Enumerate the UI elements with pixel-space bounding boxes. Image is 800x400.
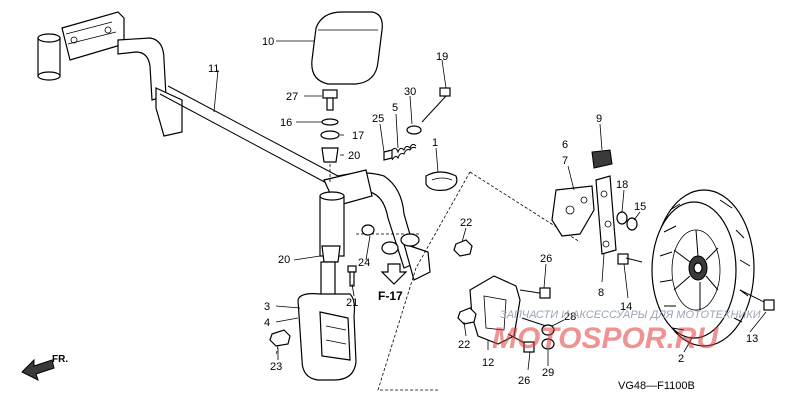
label-part-23: 23 (270, 361, 282, 373)
diagram-code: VG48—F1100B (618, 380, 695, 392)
f17-arrow (380, 263, 408, 285)
direction-fr-label: FR. (52, 354, 68, 365)
label-part-20-upper: 20 (348, 150, 360, 162)
label-part-2: 2 (678, 353, 684, 365)
label-part-22-upper: 22 (460, 217, 472, 229)
bolts-26-29 (507, 287, 555, 353)
label-part-18: 18 (616, 179, 628, 191)
label-part-12: 12 (482, 357, 494, 369)
label-part-26-upper: 26 (540, 253, 552, 265)
leader-lines (213, 40, 767, 371)
fastener-stack (320, 89, 340, 184)
label-part-21: 21 (346, 297, 358, 309)
label-part-11: 11 (208, 63, 219, 75)
reference-box (356, 171, 581, 391)
knob-9 (591, 149, 613, 169)
bolt-21 (347, 265, 357, 287)
lever-plate (595, 175, 617, 255)
bracket-12 (453, 239, 521, 345)
label-part-15: 15 (634, 201, 646, 213)
label-part-25: 25 (372, 113, 384, 125)
label-part-27: 27 (286, 91, 298, 103)
label-part-28: 28 (564, 311, 576, 323)
label-part-17: 17 (352, 130, 364, 142)
label-part-26-lower: 26 (518, 375, 530, 387)
label-part-13: 13 (746, 333, 758, 345)
label-part-5: 5 (392, 102, 398, 114)
label-part-8: 8 (598, 287, 604, 299)
label-part-24: 24 (358, 257, 370, 269)
grip-cover (311, 11, 383, 85)
watermark-brand: MOTOSPOR.RU (492, 322, 719, 355)
label-part-3: 3 (264, 301, 270, 313)
label-part-20-lower: 20 (278, 254, 290, 266)
washers-18-15 (616, 211, 638, 231)
label-part-22-lower: 22 (458, 339, 470, 351)
lower-bushing (321, 245, 341, 263)
label-part-10: 10 (262, 36, 274, 48)
label-part-30: 30 (404, 86, 416, 98)
wheel-2 (651, 189, 755, 347)
bolt-13 (739, 289, 775, 311)
watermark-text: ЗАПЧАСТИ И АКСЕССУАРЫ ДЛЯ МОТОТЕХНИКИ (500, 309, 761, 321)
reference-f17: F-17 (378, 289, 403, 303)
label-part-6: 6 (562, 139, 568, 151)
fr-arrow (21, 358, 55, 381)
label-part-7: 7 (562, 155, 568, 167)
clip-1 (425, 171, 458, 191)
label-part-4: 4 (264, 317, 270, 329)
label-part-19: 19 (436, 51, 448, 63)
spring-assembly (383, 87, 451, 161)
label-part-1: 1 (432, 137, 438, 149)
caster-fork (269, 261, 357, 381)
axle-bracket (551, 185, 595, 237)
label-part-29: 29 (542, 367, 554, 379)
label-part-14: 14 (620, 301, 632, 313)
bolt-14 (617, 253, 643, 265)
label-part-9: 9 (596, 113, 602, 125)
label-part-16: 16 (280, 117, 292, 129)
